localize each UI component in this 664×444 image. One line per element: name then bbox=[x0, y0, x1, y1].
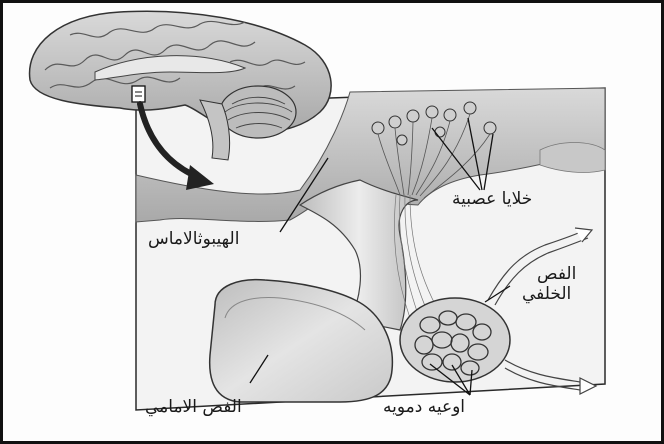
pituitary-marker bbox=[132, 86, 145, 102]
label-neurons: خلايا عصبية bbox=[452, 190, 532, 210]
label-anterior-lobe: الفص الامامي bbox=[145, 398, 242, 418]
cerebellum bbox=[220, 86, 296, 138]
label-posterior-lobe-line2: الخلفي bbox=[522, 285, 571, 305]
label-hypothalamus: الهيبوثالاماس bbox=[148, 230, 239, 250]
label-posterior-lobe-line1: الفص bbox=[537, 265, 576, 285]
label-blood-vessels: اوعيه دمويه bbox=[383, 398, 465, 418]
